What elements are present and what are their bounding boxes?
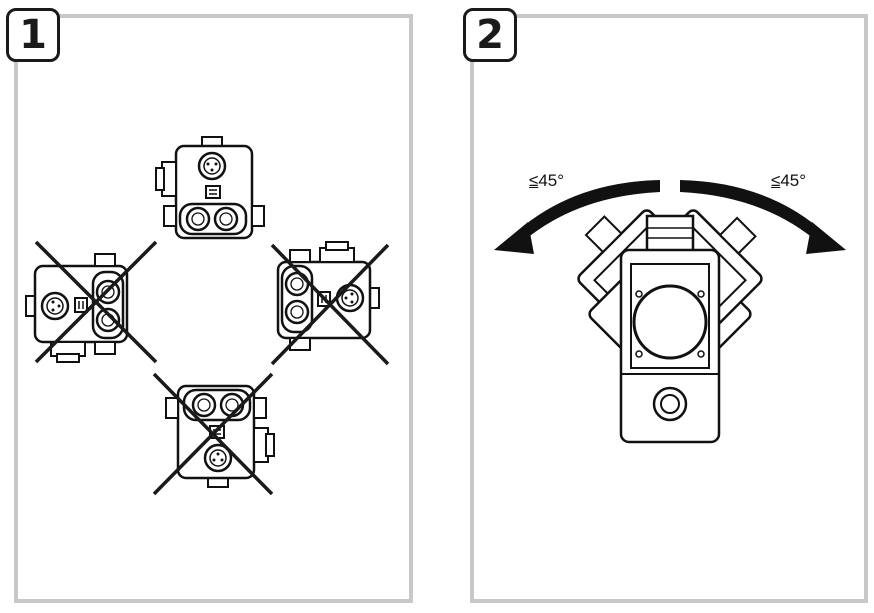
right-angle-symbol: ≤	[771, 171, 781, 190]
cross-bottom-b	[152, 372, 274, 496]
right-tilt-arrow	[680, 180, 828, 244]
cross-left-b	[34, 240, 158, 364]
left-angle-unit: °	[557, 171, 565, 190]
step-1-badge: 1	[6, 8, 60, 62]
upright-unit	[619, 214, 721, 444]
left-tilt-arrow	[512, 180, 660, 244]
device-rotated-left	[24, 252, 129, 364]
right-arrow-head	[806, 222, 846, 254]
step-2-badge: 2	[463, 8, 517, 62]
right-angle-value: 45	[780, 171, 800, 190]
step-1-panel	[14, 14, 413, 603]
left-arrow-head	[494, 222, 534, 254]
device-upright	[154, 135, 266, 240]
step-2-panel	[470, 14, 868, 603]
left-angle-symbol: ≤	[529, 171, 539, 190]
device-rotated-right	[276, 240, 381, 352]
left-angle-value: 45	[538, 171, 558, 190]
right-angle-label: ≤45°	[771, 171, 806, 191]
right-angle-unit: °	[799, 171, 807, 190]
cross-right-b	[270, 243, 390, 366]
cross-marks	[34, 240, 390, 496]
left-angle-label: ≤45°	[529, 171, 564, 191]
